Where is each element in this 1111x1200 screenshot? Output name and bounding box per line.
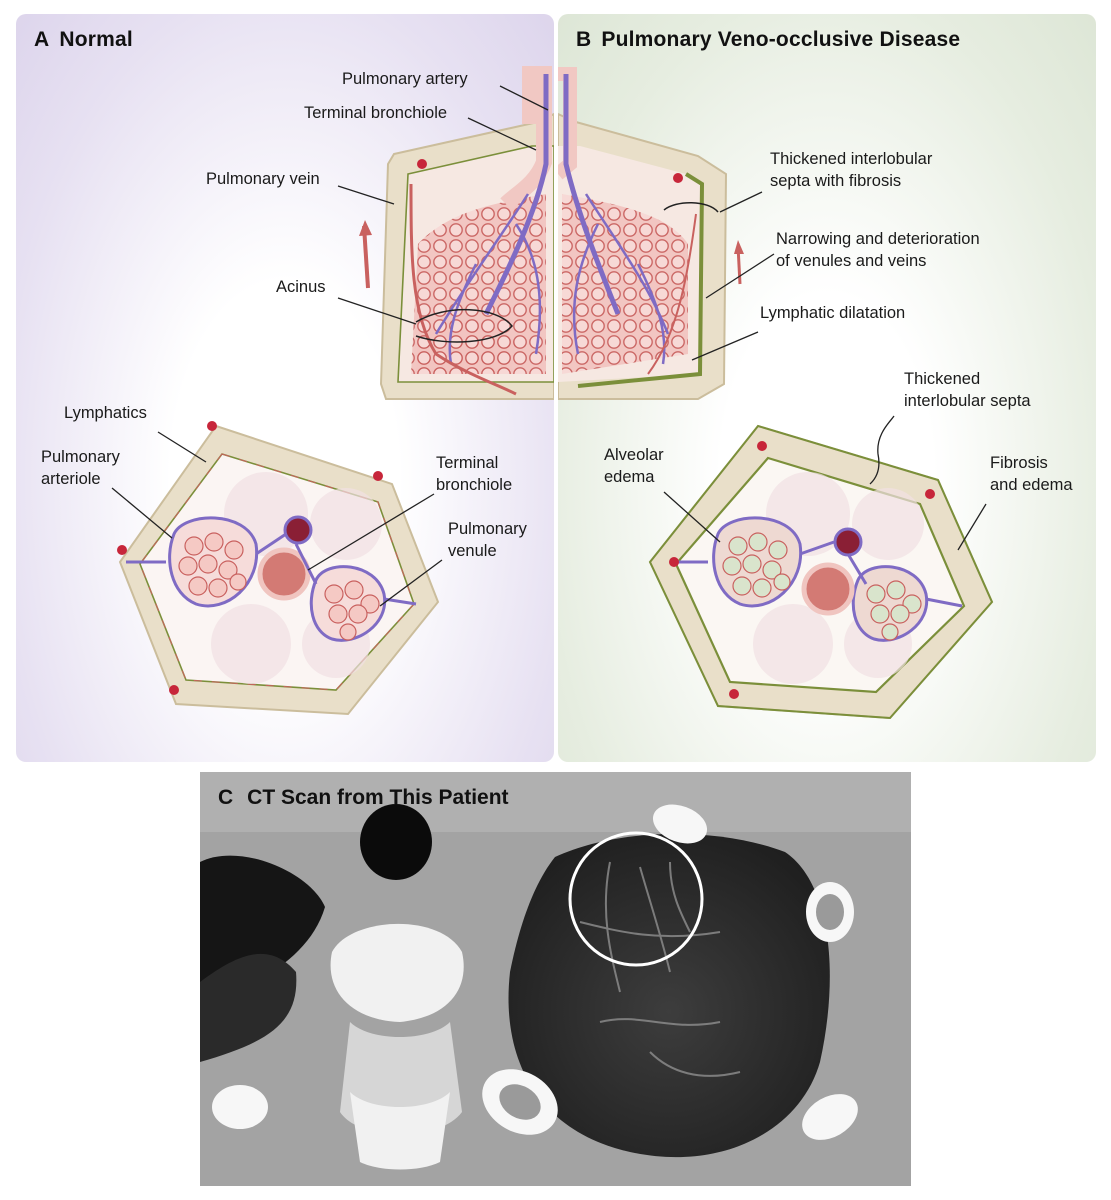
label-pulmonary-venule-line1: Pulmonary bbox=[448, 520, 527, 538]
leader-lines-a bbox=[111, 85, 549, 607]
vertebra bbox=[330, 923, 464, 1022]
panel-pvod: B Pulmonary Veno-occlusive Disease bbox=[558, 14, 1096, 762]
lung bbox=[508, 833, 830, 1158]
label-alveolar-edema-line1: Alveolar bbox=[604, 446, 664, 464]
panel-c-letter: C bbox=[218, 786, 234, 809]
label-thickened-septa-fibrosis-line2: septa with fibrosis bbox=[770, 172, 902, 190]
label-narrowing-venules: Narrowing and deterioration of venules a… bbox=[776, 228, 980, 272]
label-thickened-septa: Thickened interlobular septa bbox=[904, 368, 1031, 412]
label-pulmonary-arteriole-line2: arteriole bbox=[41, 470, 101, 488]
cross-section-pvod bbox=[648, 424, 994, 720]
label-thickened-septa-line2: interlobular septa bbox=[904, 392, 1031, 410]
label-narrowing-line1: Narrowing and deterioration bbox=[776, 230, 980, 248]
panel-normal: A Normal bbox=[16, 14, 554, 762]
label-fibrosis-edema-line1: Fibrosis bbox=[990, 454, 1048, 472]
label-fibrosis-edema: Fibrosis and edema bbox=[990, 452, 1073, 496]
cross-section-normal bbox=[117, 421, 440, 716]
lobule-pvod bbox=[558, 67, 744, 400]
leader-lines-b bbox=[663, 191, 987, 551]
panel-c-title: C CT Scan from This Patient bbox=[218, 786, 509, 810]
label-terminal-bronchiole-cross-line1: Terminal bbox=[436, 454, 499, 472]
label-thickened-septa-line1: Thickened bbox=[904, 370, 981, 388]
label-fibrosis-edema-line2: and edema bbox=[990, 476, 1073, 494]
label-pulmonary-arteriole-line1: Pulmonary bbox=[41, 448, 120, 466]
highlight-circle bbox=[568, 831, 704, 967]
label-narrowing-line2: of venules and veins bbox=[776, 252, 927, 270]
panel-b-letter: B bbox=[576, 28, 592, 51]
label-pulmonary-arteriole: Pulmonary arteriole bbox=[41, 446, 120, 490]
panel-b-title-text: Pulmonary Veno-occlusive Disease bbox=[601, 28, 961, 51]
panel-c-title-text: CT Scan from This Patient bbox=[247, 786, 509, 809]
label-alveolar-edema-line2: edema bbox=[604, 468, 655, 486]
label-alveolar-edema: Alveolar edema bbox=[604, 444, 664, 488]
pvod-illustration bbox=[558, 67, 994, 720]
label-terminal-bronchiole-cross-line2: bronchiole bbox=[436, 476, 513, 494]
label-terminal-bronchiole-cross: Terminal bronchiole bbox=[436, 452, 512, 496]
panel-b-title: B Pulmonary Veno-occlusive Disease bbox=[576, 28, 960, 52]
label-acinus: Acinus bbox=[276, 278, 326, 296]
panel-a-title-text: Normal bbox=[59, 28, 133, 51]
trachea bbox=[360, 804, 432, 880]
ct-scan-image bbox=[200, 772, 911, 1186]
panel-ct-scan: C CT Scan from This Patient bbox=[200, 772, 911, 1186]
label-lymphatic-dilatation: Lymphatic dilatation bbox=[760, 304, 906, 322]
panel-a-letter: A bbox=[34, 28, 50, 51]
normal-illustration bbox=[111, 66, 554, 716]
label-lymphatics: Lymphatics bbox=[64, 404, 147, 422]
label-thickened-septa-fibrosis: Thickened interlobular septa with fibros… bbox=[770, 148, 932, 192]
label-thickened-septa-fibrosis-line1: Thickened interlobular bbox=[770, 150, 933, 168]
label-pulmonary-venule: Pulmonary venule bbox=[448, 518, 527, 562]
panel-a-title: A Normal bbox=[34, 28, 133, 52]
label-terminal-bronchiole: Terminal bronchiole bbox=[304, 104, 448, 122]
label-pulmonary-vein: Pulmonary vein bbox=[206, 170, 320, 188]
lobule-normal bbox=[359, 66, 554, 400]
label-pulmonary-artery: Pulmonary artery bbox=[342, 70, 468, 88]
label-pulmonary-venule-line2: venule bbox=[448, 542, 497, 560]
